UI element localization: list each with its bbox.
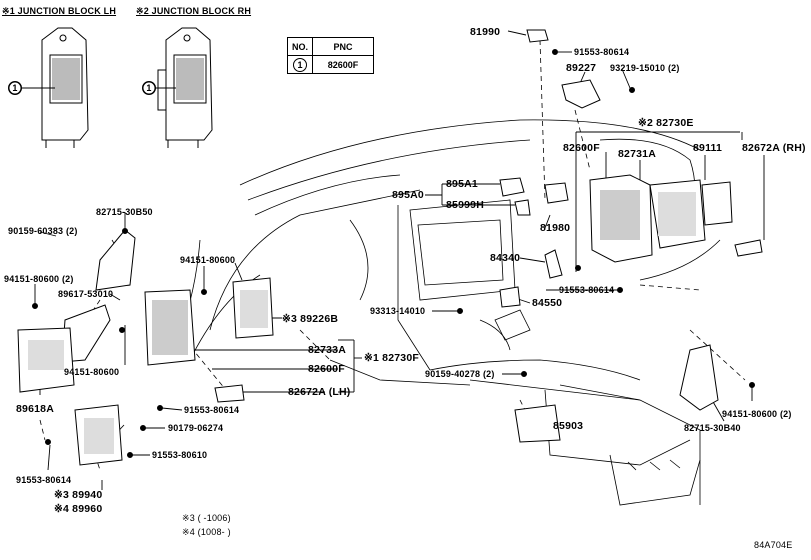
label-94151-80600-b: 94151-80600 [64, 367, 120, 377]
label-82730e: ※2 82730E [638, 117, 694, 129]
label-85999h: 85999H [446, 199, 484, 211]
module-82672a-lh [214, 384, 245, 403]
label-82715-30b50: 82715-30B50 [96, 207, 153, 217]
bracket-82715-30b50 [95, 229, 136, 291]
label-81990: 81990 [470, 26, 501, 38]
label-89111: 89111 [693, 142, 723, 154]
label-89227: 89227 [566, 62, 597, 74]
bracket-82715-30b40 [679, 344, 719, 411]
label-94151-80600-r: 94151-80600 (2) [722, 409, 792, 419]
pnc-header-no: NO. [286, 37, 314, 56]
label-91553-80614-d: 91553-80614 [16, 475, 72, 485]
label-895a0: 895A0 [392, 189, 424, 201]
label-89226b: ※3 89226B [282, 313, 339, 325]
label-93313-14010: 93313-14010 [370, 306, 426, 316]
part-895a1 [499, 177, 525, 197]
label-895a1: 895A1 [446, 178, 478, 190]
pnc-table: NO. PNC 1 82600F [286, 37, 375, 74]
label-82733a: 82733A [308, 344, 346, 356]
label-82730f: ※1 82730F [364, 352, 419, 364]
label-91553-80614-b: 91553-80614 [559, 285, 615, 295]
figure-code: 84A704E [754, 540, 793, 550]
sensor-81990 [526, 29, 549, 43]
junction-block-rh [142, 27, 213, 148]
switch-84550 [499, 286, 521, 308]
label-94151-80600-a: 94151-80600 [180, 255, 236, 265]
label-84550: 84550 [532, 297, 563, 309]
part-85903 [514, 404, 561, 443]
label-89960: ※4 89960 [54, 503, 103, 515]
label-82672a-rh: 82672A (RH) [742, 142, 806, 154]
note-3: ※3 ( -1006) [182, 513, 231, 523]
label-82715-30b40: 82715-30B40 [684, 423, 741, 433]
label-93219-15010: 93219-15010 (2) [610, 63, 680, 73]
label-81980: 81980 [540, 222, 571, 234]
note-4: ※4 (1008- ) [182, 527, 231, 537]
label-90159-60383: 90159-60383 (2) [8, 226, 78, 236]
label-85903: 85903 [553, 420, 584, 432]
pnc-row-no: 1 [286, 55, 314, 74]
label-89618a: 89618A [16, 403, 54, 415]
label-91553-80614-c: 91553-80614 [184, 405, 240, 415]
pnc-row-pnc: 82600F [312, 55, 375, 74]
label-90159-40278: 90159-40278 (2) [425, 369, 495, 379]
label-82731a: 82731A [618, 148, 656, 160]
part-84340 [544, 249, 563, 279]
label-82600f-b: 82600F [308, 363, 345, 375]
part-81980 [544, 182, 569, 204]
label-84340: 84340 [490, 252, 521, 264]
callout-rh-1: 1 [142, 81, 156, 95]
label-89940: ※3 89940 [54, 489, 103, 501]
label-82672a-lh: 82672A (LH) [288, 386, 351, 398]
label-94151-80600-2: 94151-80600 (2) [4, 274, 74, 284]
leader-lines [34, 30, 765, 490]
label-90179-06274: 90179-06274 [168, 423, 224, 433]
bracket-89227 [561, 79, 601, 109]
module-82672a-rh [701, 181, 733, 226]
label-91553-80614-a: 91553-80614 [574, 47, 630, 57]
pnc-row-no-circle: 1 [293, 57, 307, 72]
label-82600f-a: 82600F [563, 142, 600, 154]
header-junction-block-rh: ※2 JUNCTION BLOCK RH [136, 6, 252, 16]
pnc-header-pnc: PNC [312, 37, 375, 56]
fasteners [32, 49, 755, 458]
callout-lh-1: 1 [8, 81, 22, 95]
label-91553-80610: 91553-80610 [152, 450, 208, 460]
header-junction-block-lh: ※1 JUNCTION BLOCK LH [2, 6, 117, 16]
label-89617-53010: 89617-53010 [58, 289, 114, 299]
